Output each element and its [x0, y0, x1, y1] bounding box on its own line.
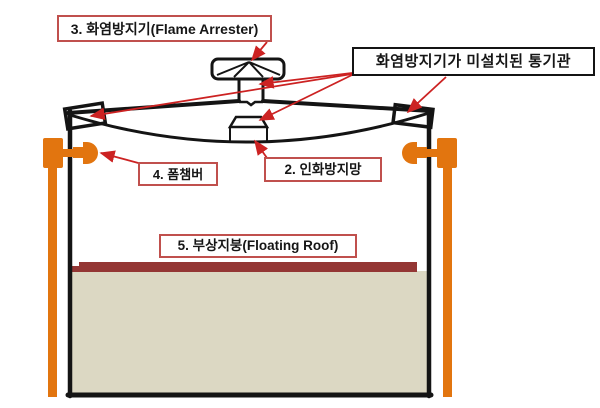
label-flame-arrester: 3. 화염방지기(Flame Arrester) — [57, 15, 272, 42]
arrester-disc — [210, 57, 286, 81]
label-flash-screen: 2. 인화방지망 — [264, 157, 382, 182]
left-foam-chamber — [43, 138, 98, 397]
arrow-ventlabel-to-right-vent — [406, 76, 447, 114]
label-vent-without-arrester: 화염방지기가 미설치된 통기관 — [352, 47, 595, 76]
right-foam-chamber-body — [437, 138, 457, 168]
arrow-label2-to-mesh — [254, 139, 269, 159]
stored-liquid — [72, 271, 427, 394]
label-floating-roof: 5. 부상지붕(Floating Roof) — [159, 234, 357, 258]
arrow-ventlabel-to-left-vent — [89, 73, 353, 121]
arrester-vanes — [216, 61, 281, 78]
flame-arrester-device — [210, 57, 286, 107]
left-foam-chamber-body — [43, 138, 63, 168]
callout-arrows — [89, 41, 447, 165]
right-foam-chamber — [402, 138, 457, 397]
flash-screen-vent — [227, 115, 270, 143]
label-foam-chamber: 4. 폼챔버 — [138, 162, 218, 186]
arrow-label3-to-disc — [250, 41, 268, 62]
right-foam-pipe — [443, 168, 452, 397]
roof-slope-right — [261, 99, 433, 113]
arrow-ventlabel-to-pipe — [258, 72, 353, 89]
left-foam-pipe — [48, 168, 57, 397]
left-foam-nozzle — [83, 142, 98, 164]
arrow-label4-to-nozzle — [99, 150, 143, 165]
floating-roof-deck — [72, 262, 417, 272]
arrow-ventlabel-to-mesh — [258, 74, 353, 121]
tank-shell-outline — [65, 99, 434, 399]
mesh-screen — [229, 126, 268, 143]
right-foam-nozzle — [402, 142, 417, 164]
